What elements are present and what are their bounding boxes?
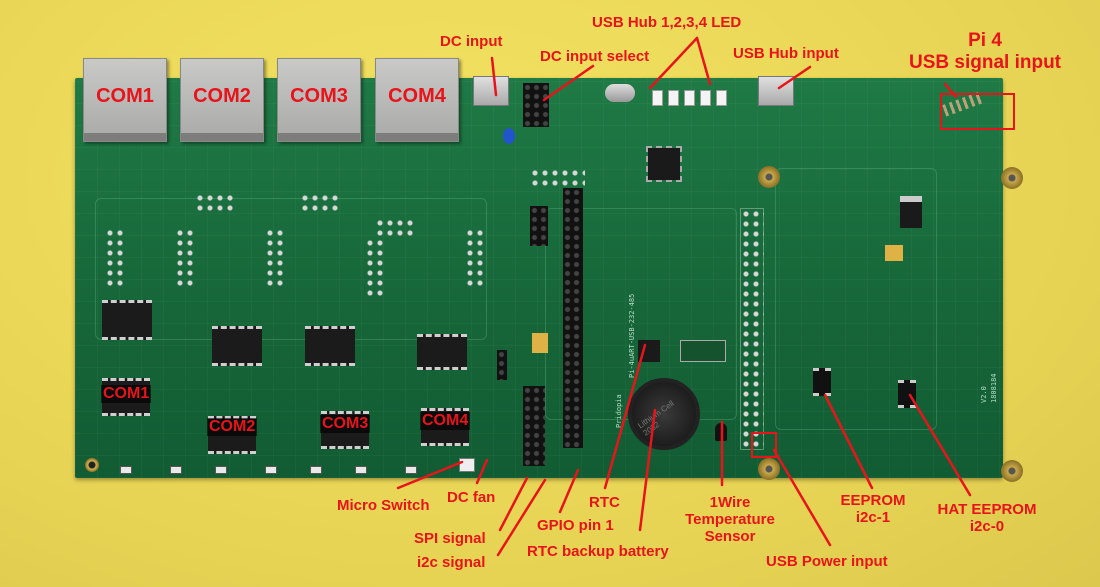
annotation-usb-hub-input: USB Hub input bbox=[733, 45, 839, 62]
annotation-eeprom-line2: i2c-1 bbox=[855, 509, 891, 526]
usb-hub-led bbox=[716, 90, 727, 106]
usb-hub-led bbox=[700, 90, 711, 106]
tantalum-capacitor bbox=[885, 245, 903, 261]
annotation-1wire-line2: Temperature bbox=[685, 511, 775, 528]
usb-hub-led bbox=[652, 90, 663, 106]
annotation-eeprom-i2c1: EEPROM i2c-1 bbox=[838, 492, 908, 526]
rtc-backup-battery: Lithium Cell 2032 bbox=[628, 378, 700, 450]
smd-led bbox=[310, 466, 322, 474]
annotation-rtc-backup-battery: RTC backup battery bbox=[527, 543, 669, 560]
brass-standoff bbox=[1001, 167, 1023, 189]
annotation-rtc: RTC bbox=[589, 494, 620, 511]
brass-standoff bbox=[758, 166, 780, 188]
uart-ic bbox=[417, 334, 467, 370]
usb-hub-led bbox=[668, 90, 679, 106]
blue-capacitor bbox=[503, 128, 515, 144]
gpio-40pin-header bbox=[563, 188, 583, 448]
pi4-usb-highlight-box bbox=[940, 93, 1015, 130]
annotation-dc-input: DC input bbox=[440, 33, 503, 50]
rj45-com4: COM4 bbox=[375, 58, 459, 142]
chip-label-com3: COM3 bbox=[320, 415, 371, 433]
mounting-hole bbox=[85, 458, 99, 472]
smd-led bbox=[355, 466, 367, 474]
onewire-temperature-sensor bbox=[715, 423, 727, 441]
annotation-1wire-temperature-sensor: 1Wire Temperature Sensor bbox=[678, 494, 782, 545]
smd-led bbox=[170, 466, 182, 474]
eeprom-chip bbox=[813, 368, 831, 396]
jumper-header bbox=[105, 228, 125, 288]
voltage-regulator bbox=[900, 196, 922, 228]
chip-label-com4: COM4 bbox=[420, 412, 471, 430]
annotation-gpio-pin1: GPIO pin 1 bbox=[537, 517, 614, 534]
rj45-label: COM3 bbox=[290, 85, 348, 107]
spi-i2c-header bbox=[523, 386, 545, 466]
usb-hub-chip bbox=[646, 146, 682, 182]
annotation-pi4-line1: Pi 4 bbox=[968, 30, 1002, 51]
chip-label-com2: COM2 bbox=[207, 418, 258, 436]
rj45-com2: COM2 bbox=[180, 58, 264, 142]
hat-eeprom-chip bbox=[898, 380, 916, 408]
jumper-header bbox=[195, 193, 235, 213]
dc-fan-header bbox=[497, 350, 507, 380]
jumper-header bbox=[530, 168, 585, 188]
annotation-usb-hub-led: USB Hub 1,2,3,4 LED bbox=[592, 14, 742, 31]
annotation-pi4-usb-signal-input: Pi 4 USB signal input bbox=[895, 30, 1075, 74]
jumper-header bbox=[465, 228, 485, 288]
rj45-com1: COM1 bbox=[83, 58, 167, 142]
silkscreen-date-code: 1808184 bbox=[990, 373, 998, 403]
tantalum-capacitor bbox=[532, 333, 548, 353]
chip-label-com1: COM1 bbox=[101, 385, 152, 403]
uart-ic bbox=[102, 300, 152, 340]
annotation-pi4-line2: USB signal input bbox=[909, 52, 1061, 73]
annotation-micro-switch: Micro Switch bbox=[337, 497, 430, 514]
rj45-com3: COM3 bbox=[277, 58, 361, 142]
jumper-header bbox=[375, 218, 415, 238]
rj45-label: COM2 bbox=[193, 85, 251, 107]
rtc-crystal bbox=[680, 340, 726, 362]
jumper-header bbox=[300, 193, 340, 213]
annotation-1wire-line3: Sensor bbox=[704, 528, 756, 545]
dc-input-select-jumper bbox=[523, 83, 549, 127]
pcb-board: COM1 COM2 COM3 COM4 bbox=[75, 76, 1003, 478]
smd-led bbox=[405, 466, 417, 474]
dc-input-micro-usb bbox=[473, 76, 509, 106]
brass-standoff bbox=[1001, 460, 1023, 482]
annotation-i2c-signal: i2c signal bbox=[417, 554, 486, 571]
crystal bbox=[605, 84, 635, 102]
smd-led bbox=[120, 466, 132, 474]
smd-led bbox=[215, 466, 227, 474]
smd-led bbox=[265, 466, 277, 474]
annotation-1wire-line1: 1Wire bbox=[709, 494, 751, 511]
annotation-hat-eeprom-i2c0: HAT EEPROM i2c-0 bbox=[928, 501, 1046, 535]
rj45-label: COM4 bbox=[388, 85, 446, 107]
usb-hub-input-micro-usb bbox=[758, 76, 794, 106]
annotation-dc-fan: DC fan bbox=[447, 489, 496, 506]
rtc-chip bbox=[638, 340, 660, 362]
usb-hub-led bbox=[684, 90, 695, 106]
pcb-trace-region bbox=[95, 198, 487, 340]
usb-power-highlight-box bbox=[751, 432, 777, 458]
annotation-dc-input-select: DC input select bbox=[540, 48, 650, 65]
battery-label: Lithium Cell 2032 bbox=[636, 398, 676, 438]
uart-ic bbox=[305, 326, 355, 366]
jumper-header bbox=[365, 238, 385, 298]
uart-ic bbox=[212, 326, 262, 366]
jumper-header bbox=[265, 228, 285, 288]
silkscreen-board-id: Pi-4uART-USB-232-485 bbox=[628, 293, 636, 378]
jumper-header bbox=[175, 228, 195, 288]
micro-switch bbox=[459, 458, 475, 472]
brass-standoff bbox=[758, 458, 780, 480]
jumper-block bbox=[530, 206, 548, 246]
silkscreen-brand: Pridopia bbox=[615, 394, 623, 428]
annotation-spi-signal: SPI signal bbox=[414, 530, 486, 547]
pi-header-footprint bbox=[740, 208, 764, 450]
rj45-label: COM1 bbox=[96, 85, 154, 107]
annotation-hat-eeprom-line1: HAT EEPROM bbox=[937, 501, 1037, 518]
annotation-eeprom-line1: EEPROM bbox=[840, 492, 906, 509]
annotation-usb-power-input: USB Power input bbox=[766, 553, 888, 570]
annotation-hat-eeprom-line2: i2c-0 bbox=[969, 518, 1005, 535]
silkscreen-version: V2.0 bbox=[980, 386, 988, 403]
